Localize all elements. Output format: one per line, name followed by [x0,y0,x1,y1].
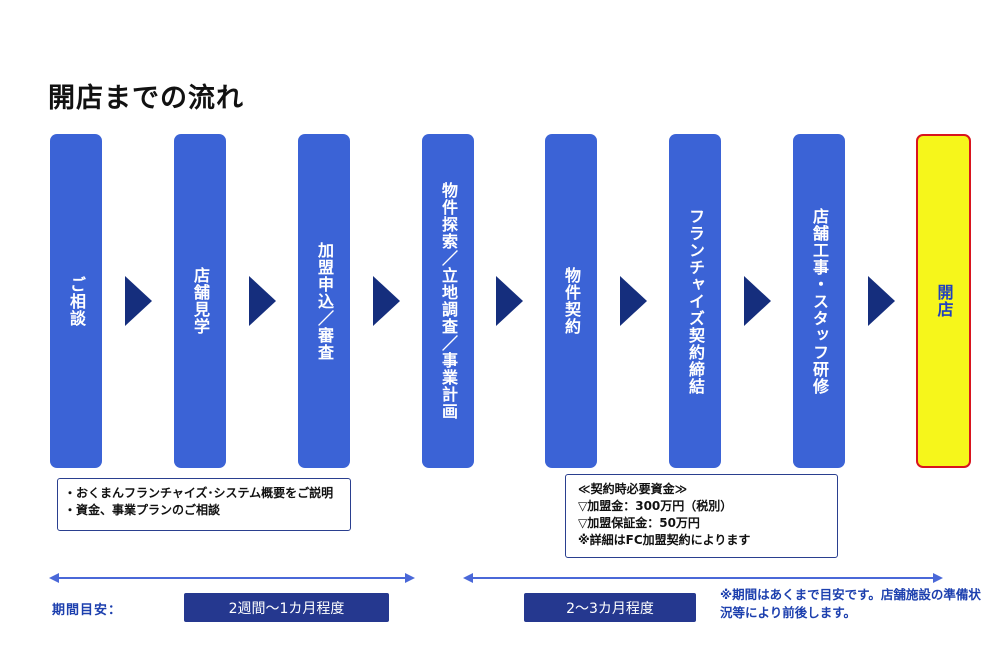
step-franchise-contract: フランチャイズ契約締結 [669,134,721,468]
period-badge-1: 2週間～1カ月程度 [184,593,389,622]
note-line: ・資金、事業プランのご相談 [64,503,221,517]
step-construction-training: 店舗工事・スタッフ研修 [793,134,845,468]
period-range-line-2 [463,573,943,583]
arrow-right-icon [249,276,276,326]
arrow-right-icon [125,276,152,326]
note-line: ※詳細はFC加盟契約によります [578,533,751,547]
note-line: ▽加盟金：300万円（税別） [578,499,733,513]
step-consultation: ご相談 [50,134,102,468]
step-application-review: 加盟申込／審査 [298,134,350,468]
step-label: フランチャイズ契約締結 [686,207,705,395]
arrow-right-icon [868,276,895,326]
step-opening: 開店 [916,134,971,468]
note-line: ・おくまんフランチャイズ･システム概要をご説明 [64,486,334,500]
page-title: 開店までの流れ [48,83,244,114]
arrow-right-icon [620,276,647,326]
step-label: 店舗見学 [191,267,210,335]
period-label: 期間目安： [52,603,123,618]
period-range-line-1 [49,573,415,583]
arrow-right-icon [744,276,771,326]
step-property-search: 物件探索／立地調査／事業計画 [422,134,474,468]
step-label: 物件探索／立地調査／事業計画 [439,182,458,420]
arrow-right-icon [496,276,523,326]
step-label: 物件契約 [562,267,581,335]
step-label: 加盟申込／審査 [315,241,334,361]
step-label: ご相談 [67,275,86,327]
note-line: ▽加盟保証金：50万円 [578,516,700,530]
period-badge-2: 2～3カ月程度 [524,593,696,622]
arrow-right-icon [373,276,400,326]
step-property-contract: 物件契約 [545,134,597,468]
consultation-note: ・おくまんフランチャイズ･システム概要をご説明 ・資金、事業プランのご相談 [57,478,351,531]
contract-funds-note: ≪契約時必要資金≫ ▽加盟金：300万円（税別） ▽加盟保証金：50万円 ※詳細… [565,474,838,558]
step-label: 開店 [934,284,954,318]
period-footnote: ※期間はあくまで目安です。店舗施設の準備状況等により前後します。 [720,587,981,620]
step-label: 店舗工事・スタッフ研修 [810,207,829,395]
note-line: ≪契約時必要資金≫ [578,482,688,496]
step-store-visit: 店舗見学 [174,134,226,468]
